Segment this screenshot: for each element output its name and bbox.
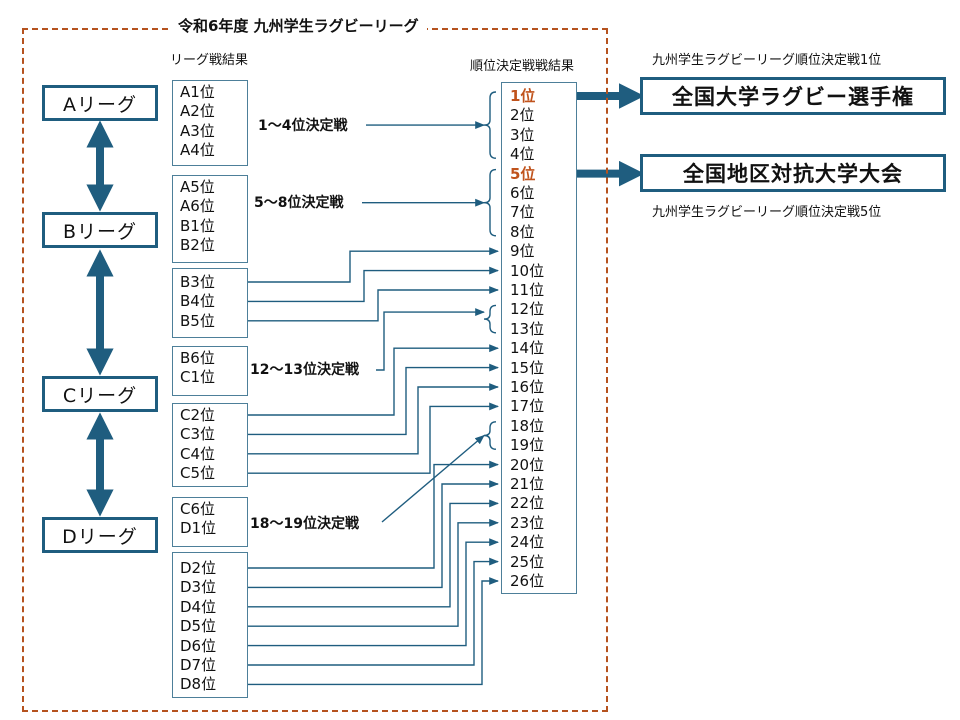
result-group-item: B3位	[180, 273, 215, 291]
arrow-c5	[248, 402, 499, 474]
rank-item: 24位	[510, 533, 545, 552]
result-group-item: D4位	[180, 597, 217, 616]
result-group-item: A4位	[180, 141, 215, 160]
result-group-item: A1位	[180, 83, 215, 101]
rank-item: 17位	[510, 397, 545, 416]
result-group-item: B2位	[180, 236, 215, 255]
match-12-13: 12～13位決定戦	[250, 360, 359, 380]
arrow-match-18-19	[381, 434, 485, 523]
result-group-item: D3位	[180, 578, 217, 597]
rank-item: 22位	[510, 494, 545, 513]
result-group-item: C3位	[180, 425, 216, 444]
arrow-c3	[248, 363, 499, 436]
arrow-match-12-13	[376, 308, 485, 371]
arrow-c2	[248, 344, 499, 416]
league-d: Dリーグ	[42, 517, 158, 553]
rank-item: 9位	[510, 242, 535, 261]
rank-item: 12位	[510, 300, 545, 319]
rank-item: 13位	[510, 319, 545, 338]
result-group-item: D1位	[180, 519, 217, 538]
national-championship-box: 全国大学ラグビー選手権	[640, 77, 946, 115]
result-group-7	[172, 552, 248, 698]
rank1-note: 九州学生ラグビーリーグ順位決定戦1位	[652, 53, 882, 68]
arrow-d5	[248, 518, 499, 627]
match-1-4: 1～4位決定戦	[258, 116, 348, 136]
arrow-d8	[248, 577, 499, 686]
rank-item: 3位	[510, 125, 535, 144]
league-a: Aリーグ	[42, 85, 158, 121]
rank-item: 15位	[510, 358, 545, 377]
rank-item: 23位	[510, 513, 545, 532]
arrow-d4	[248, 499, 499, 608]
rank-item: 2位	[510, 106, 535, 125]
result-group-item: C2位	[180, 406, 216, 424]
result-group-item: D2位	[180, 559, 217, 577]
rank-item: 18位	[510, 416, 545, 435]
league-results-label: リーグ戦結果	[170, 53, 249, 68]
rank5-note: 九州学生ラグビーリーグ順位決定戦5位	[652, 205, 882, 220]
page-title: 令和6年度 九州学生ラグビーリーグ	[170, 13, 427, 39]
result-group-5	[172, 403, 248, 487]
result-group-item: B6位	[180, 349, 215, 367]
rank-item: 25位	[510, 552, 545, 571]
arrow-b5	[248, 286, 499, 322]
arrow-d3	[248, 480, 499, 589]
playoff-results-label: 順位決定戦戦結果	[470, 59, 575, 74]
league-b: Bリーグ	[42, 212, 158, 248]
rank-item: 10位	[510, 261, 545, 280]
rank-item: 7位	[510, 203, 535, 222]
result-group-4	[172, 346, 248, 396]
result-group-item: C6位	[180, 500, 216, 518]
result-group-item: D8位	[180, 675, 217, 694]
arrow-b4	[248, 266, 499, 303]
rank-item: 14位	[510, 339, 545, 358]
result-group-item: D7位	[180, 656, 217, 674]
rank-item: 5位	[510, 164, 536, 183]
rank-item: 19位	[510, 436, 545, 455]
rank-item: 26位	[510, 572, 545, 590]
rank-item: 16位	[510, 378, 545, 396]
rank-item: 21位	[510, 475, 545, 493]
rank-item: 20位	[510, 455, 545, 474]
result-group-item: B5位	[180, 311, 215, 330]
match-5-8: 5～8位決定戦	[254, 193, 344, 213]
playoff-rank-column	[501, 82, 577, 594]
rank-item: 4位	[510, 145, 535, 164]
result-group-3	[172, 268, 248, 338]
result-group-item: A2位	[180, 102, 215, 121]
result-group-item: B1位	[180, 216, 215, 235]
result-group-item: A3位	[180, 121, 215, 140]
result-group-item: D5位	[180, 617, 217, 636]
rank-item: 11位	[510, 281, 545, 299]
regional-tournament-box: 全国地区対抗大学大会	[640, 154, 946, 192]
result-group-item: A5位	[180, 178, 215, 196]
result-group-6	[172, 497, 248, 547]
rank-item: 1位	[510, 87, 536, 105]
arrow-d7	[248, 557, 499, 666]
rank-item: 6位	[510, 184, 535, 202]
arrow-d2	[248, 460, 499, 569]
league-c: Cリーグ	[42, 376, 158, 412]
rank-item: 8位	[510, 222, 535, 241]
match-18-19: 18～19位決定戦	[250, 514, 359, 534]
result-group-item: A6位	[180, 197, 215, 216]
arrow-c4	[248, 383, 499, 455]
result-group-2	[172, 175, 248, 263]
result-group-item: B4位	[180, 292, 215, 311]
result-group-1	[172, 80, 248, 166]
result-group-item: D6位	[180, 636, 217, 655]
result-group-item: C1位	[180, 368, 216, 387]
brace-12-13	[483, 304, 497, 334]
arrow-b3	[248, 247, 499, 283]
result-group-item: C5位	[180, 464, 216, 483]
result-group-item: C4位	[180, 444, 216, 463]
arrow-d6	[248, 538, 499, 647]
